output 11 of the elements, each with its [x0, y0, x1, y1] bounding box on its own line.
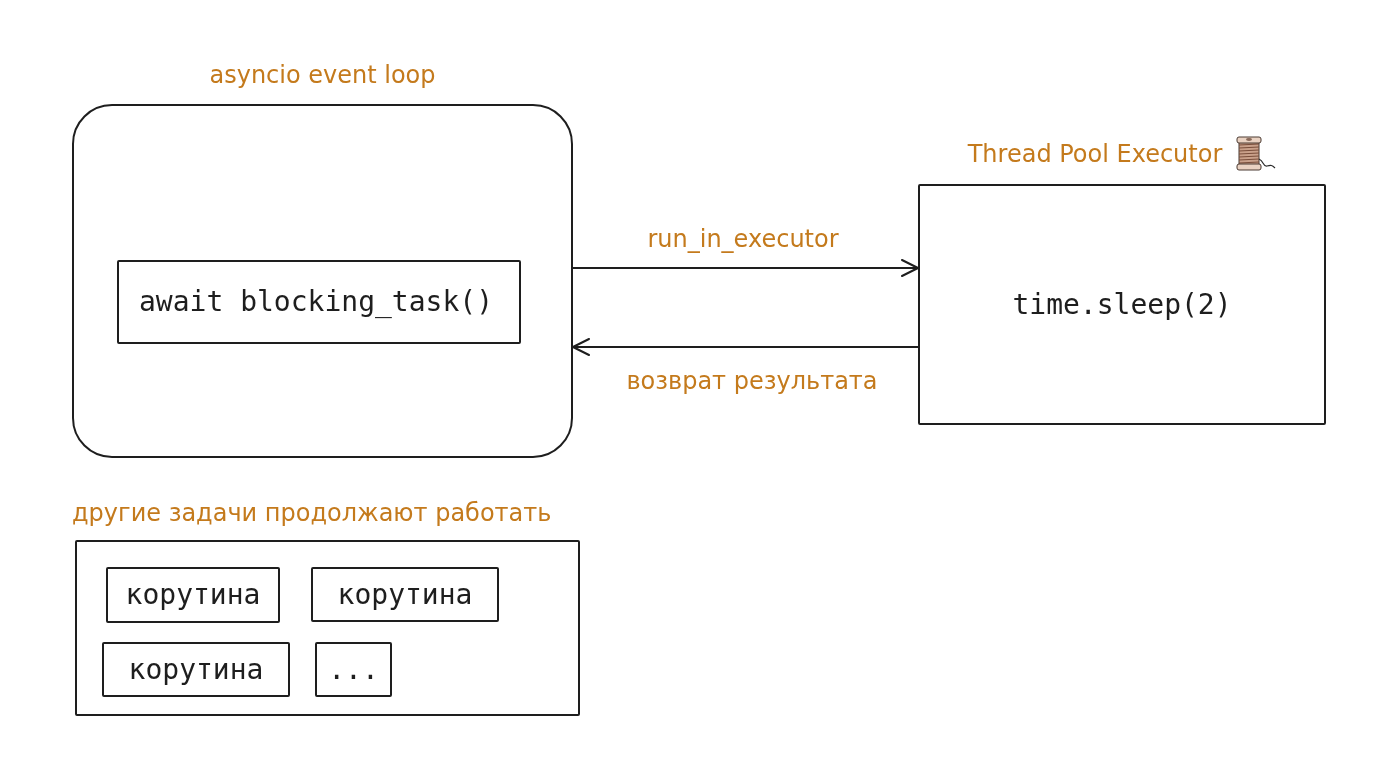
task-box: корутина	[311, 567, 499, 622]
arrow	[572, 338, 919, 356]
box-title: другие задачи продолжают работать	[72, 501, 552, 525]
task-box: корутина	[102, 642, 290, 697]
box-title: asyncio event loop	[209, 63, 436, 87]
task-box: корутина	[106, 567, 280, 623]
arrow	[572, 259, 919, 277]
code-box: await blocking_task()	[117, 260, 521, 344]
task-box: ...	[315, 642, 392, 697]
process-box: time.sleep(2)	[918, 184, 1326, 425]
box-title: Thread Pool Executor	[967, 142, 1223, 166]
